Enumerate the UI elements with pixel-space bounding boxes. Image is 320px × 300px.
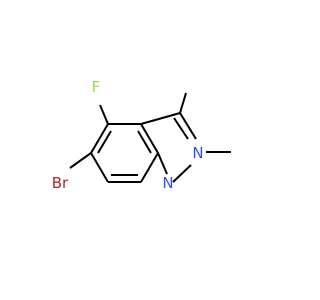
- bond: [179, 92, 187, 114]
- bond: [69, 152, 92, 169]
- bond: [157, 152, 168, 175]
- bond: [173, 117, 189, 140]
- bond: [172, 164, 192, 183]
- bond: [97, 130, 112, 154]
- bond: [140, 123, 159, 154]
- atom-label-nitrogen-1: N: [162, 174, 173, 192]
- atom-label-bromine: Br: [52, 174, 69, 192]
- bond: [140, 152, 159, 183]
- atom-label-fluorine: F: [92, 78, 101, 96]
- molecule-diagram: F Br N N: [52, 78, 231, 192]
- bond: [140, 112, 181, 125]
- bond: [99, 104, 109, 125]
- bond: [90, 123, 109, 154]
- bond: [179, 112, 197, 140]
- bond: [90, 152, 109, 183]
- atom-label-nitrogen-2: N: [192, 144, 203, 162]
- structure-drawing: F Br N N: [52, 78, 231, 192]
- bond: [137, 130, 152, 154]
